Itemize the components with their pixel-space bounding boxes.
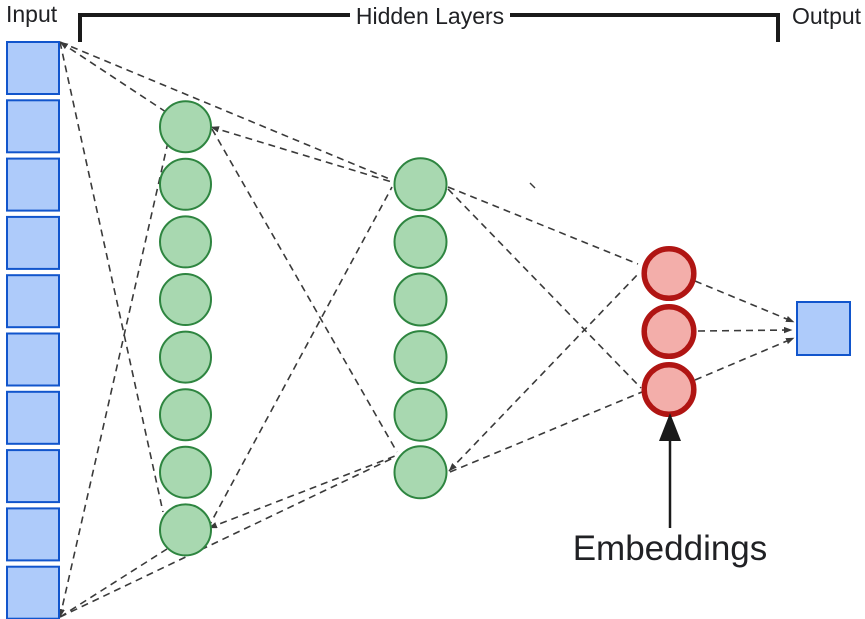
connection-line <box>59 41 164 513</box>
connection-line <box>59 457 394 618</box>
hidden-layer-2 <box>393 157 448 500</box>
input-layer-node <box>6 99 60 154</box>
input-layer-node <box>6 274 60 329</box>
input-layer-node <box>6 215 60 270</box>
hidden-layer-1-node <box>159 503 212 557</box>
connection-line <box>694 337 795 381</box>
connection-line <box>447 186 639 265</box>
output-label: Output <box>792 3 862 29</box>
embedding-layer-node <box>641 245 697 302</box>
embeddings-pointer-arrow <box>659 413 681 528</box>
input-layer-node <box>6 507 60 562</box>
input-layer-node <box>6 41 60 95</box>
connection-line <box>208 455 396 529</box>
hidden-layer-2-node <box>393 330 448 385</box>
hidden-layer-1-node <box>159 273 212 326</box>
input-label: Input <box>6 1 58 27</box>
connection-line <box>449 391 643 473</box>
connection-line <box>59 548 168 618</box>
hidden-layer-1-node <box>159 100 212 154</box>
embeddings-label: Embeddings <box>573 529 768 568</box>
input-layer-node <box>6 565 60 619</box>
hidden-layer-1-node <box>159 388 212 442</box>
connection-line <box>210 126 393 183</box>
output-layer-node <box>796 301 851 356</box>
input-layer-node <box>6 157 60 212</box>
hidden-layer-2-node <box>393 157 448 212</box>
embedding-layer <box>641 245 697 418</box>
connection-line <box>59 41 393 181</box>
connection-line <box>58 141 169 618</box>
connection-line <box>694 280 795 323</box>
hidden-layer-1 <box>159 100 212 557</box>
stray-mark <box>529 182 536 189</box>
hidden-layers-bracket <box>78 13 780 42</box>
hidden-layer-2-node <box>393 272 448 327</box>
embedding-layer-node <box>641 361 697 418</box>
connection-line <box>697 326 793 334</box>
input-layer-node <box>6 332 60 387</box>
input-layer-node <box>6 390 60 445</box>
hidden-layers-label: Hidden Layers <box>356 3 504 29</box>
pointer-arrowhead-icon <box>659 413 681 441</box>
connection-line <box>448 271 641 472</box>
hidden-layer-2-node <box>393 445 448 500</box>
connection-line <box>211 128 398 453</box>
connection-line <box>447 188 642 389</box>
hidden-layer-1-node <box>159 330 212 384</box>
input-layer <box>6 41 60 619</box>
input-layer-node <box>6 449 60 504</box>
hidden-layer-2-node <box>393 387 448 442</box>
connections <box>58 41 795 618</box>
hidden-layer-1-node <box>159 215 212 269</box>
connection-line <box>59 41 167 113</box>
output-layer <box>796 301 851 356</box>
connection-line <box>207 186 393 529</box>
hidden-layer-2-node <box>393 214 448 269</box>
embedding-layer-node <box>641 303 697 360</box>
hidden-layer-1-node <box>159 157 212 211</box>
hidden-layer-1-node <box>159 445 212 499</box>
